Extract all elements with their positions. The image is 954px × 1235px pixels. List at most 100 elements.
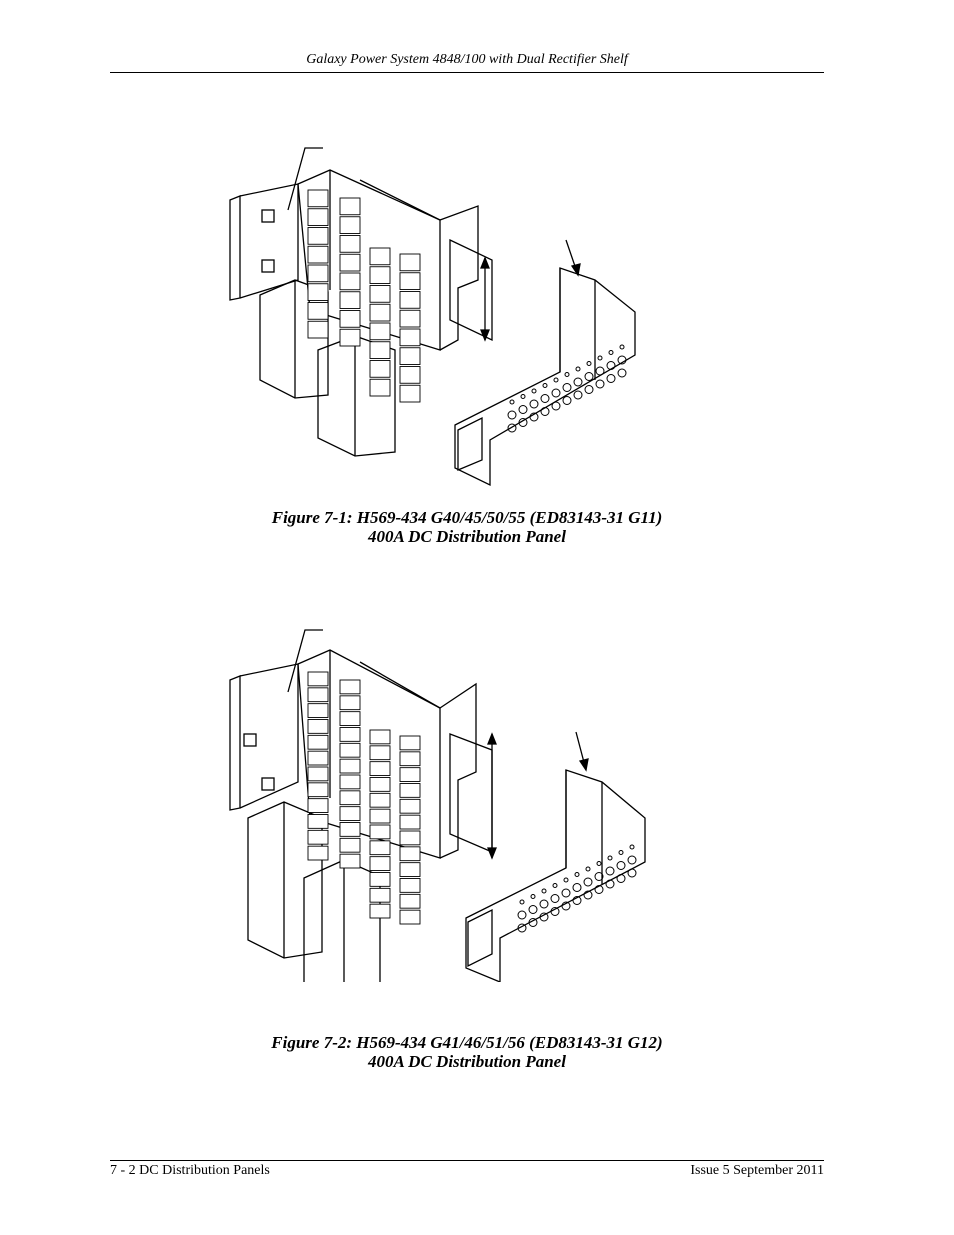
breaker bbox=[307, 227, 329, 245]
bus-bar-hole bbox=[518, 418, 528, 427]
bus-bar-hole bbox=[551, 401, 561, 411]
bus-bar-hole bbox=[607, 855, 613, 861]
right-flange bbox=[439, 205, 479, 351]
bus-bar-hole bbox=[561, 888, 571, 898]
breaker bbox=[339, 291, 361, 309]
arrow-head bbox=[578, 758, 589, 772]
breaker bbox=[399, 909, 421, 925]
leader-line bbox=[287, 147, 323, 211]
bus-bar-hole bbox=[584, 385, 594, 394]
bus-bar-hole bbox=[563, 877, 569, 883]
breaker bbox=[399, 384, 421, 403]
breaker bbox=[399, 366, 421, 384]
breaker bbox=[307, 687, 329, 703]
breaker bbox=[369, 808, 391, 824]
breaker bbox=[399, 309, 421, 328]
figure-2-drawing bbox=[200, 622, 660, 982]
breaker bbox=[369, 285, 391, 303]
breaker-column-group-2 bbox=[307, 671, 421, 925]
breaker bbox=[399, 347, 421, 365]
breaker bbox=[399, 291, 421, 309]
breaker bbox=[339, 197, 361, 216]
bus-bar-hole bbox=[583, 890, 593, 900]
breaker bbox=[307, 671, 329, 687]
breaker bbox=[307, 734, 329, 750]
page-header-title: Galaxy Power System 4848/100 with Dual R… bbox=[306, 52, 628, 67]
breaker bbox=[399, 767, 421, 782]
bus-bar-hole bbox=[597, 355, 603, 361]
bus-bar-hole bbox=[606, 361, 616, 370]
breaker bbox=[339, 235, 361, 253]
breaker bbox=[339, 806, 361, 821]
bus-bar-hole bbox=[619, 344, 625, 350]
bus-bar-hole bbox=[572, 883, 582, 892]
bus-bar-hole bbox=[519, 899, 525, 905]
breaker bbox=[369, 266, 391, 284]
header-rule bbox=[110, 72, 824, 73]
bus-bar-hole bbox=[540, 407, 550, 416]
breaker bbox=[339, 774, 361, 790]
breaker bbox=[369, 303, 391, 322]
breaker bbox=[339, 253, 361, 272]
bus-bar-hole bbox=[507, 410, 517, 420]
breaker bbox=[307, 703, 329, 718]
bus-bar-hole bbox=[539, 912, 549, 922]
breaker bbox=[307, 814, 329, 829]
bus-bar-hole bbox=[572, 896, 582, 905]
bus-bar-hole bbox=[605, 879, 615, 889]
bus-bar-hole bbox=[531, 388, 537, 394]
bus-bar-hole bbox=[561, 901, 571, 911]
figure-1-svg bbox=[229, 147, 636, 487]
breaker bbox=[369, 840, 391, 856]
bus-bar-hole bbox=[584, 372, 594, 381]
breaker bbox=[307, 302, 329, 320]
breaker bbox=[339, 328, 361, 347]
bus-bar-hole bbox=[627, 868, 637, 878]
bus-bar-hole bbox=[564, 372, 570, 377]
breaker bbox=[307, 845, 329, 861]
breaker bbox=[307, 798, 329, 813]
left-bracket bbox=[229, 675, 241, 811]
breaker bbox=[307, 320, 329, 339]
breaker bbox=[399, 798, 421, 814]
bus-bar-hole bbox=[562, 383, 572, 392]
breaker bbox=[339, 695, 361, 711]
breaker bbox=[369, 903, 391, 919]
bus-bar-hole bbox=[520, 394, 526, 399]
breaker bbox=[339, 727, 361, 742]
breaker bbox=[339, 822, 361, 837]
bus-bar-hole bbox=[594, 885, 604, 894]
leader-line bbox=[287, 629, 323, 693]
breaker bbox=[339, 216, 361, 234]
breaker bbox=[339, 679, 361, 695]
bus-bar-hole bbox=[517, 923, 527, 933]
bus-bar-hole bbox=[583, 877, 593, 887]
bus-bar-hole bbox=[552, 883, 558, 888]
bus-bar-hole bbox=[605, 866, 615, 876]
breaker bbox=[369, 792, 391, 808]
breaker bbox=[339, 758, 361, 774]
breaker bbox=[339, 742, 361, 758]
bus-bar-hole bbox=[586, 361, 592, 366]
bus-bar-holes bbox=[507, 344, 627, 433]
breaker bbox=[339, 790, 361, 806]
bus-bar-hole bbox=[528, 918, 538, 927]
bus-bar-hole bbox=[618, 850, 624, 855]
bus-bar-hole bbox=[617, 368, 627, 378]
bus-bar-hole bbox=[608, 350, 614, 355]
figure-1-caption-line2: 400A DC Distribution Panel bbox=[368, 527, 566, 546]
figure-2-caption-line1: Figure 7-2: H569-434 G41/46/51/56 (ED831… bbox=[271, 1033, 663, 1052]
bus-bar-hole bbox=[507, 423, 517, 433]
bus-bar-hole bbox=[539, 899, 549, 909]
figure-1-caption-line1: Figure 7-1: H569-434 G40/45/50/55 (ED831… bbox=[271, 508, 663, 527]
breaker bbox=[307, 189, 329, 208]
breaker bbox=[369, 872, 391, 887]
bus-bar-hole bbox=[594, 872, 604, 881]
breaker bbox=[307, 264, 329, 283]
breaker bbox=[369, 378, 391, 397]
breaker bbox=[399, 862, 421, 877]
footer-rule bbox=[110, 1160, 824, 1161]
bus-bar-hole bbox=[616, 861, 626, 870]
bus-bar-hole bbox=[575, 366, 581, 372]
breaker bbox=[369, 856, 391, 871]
